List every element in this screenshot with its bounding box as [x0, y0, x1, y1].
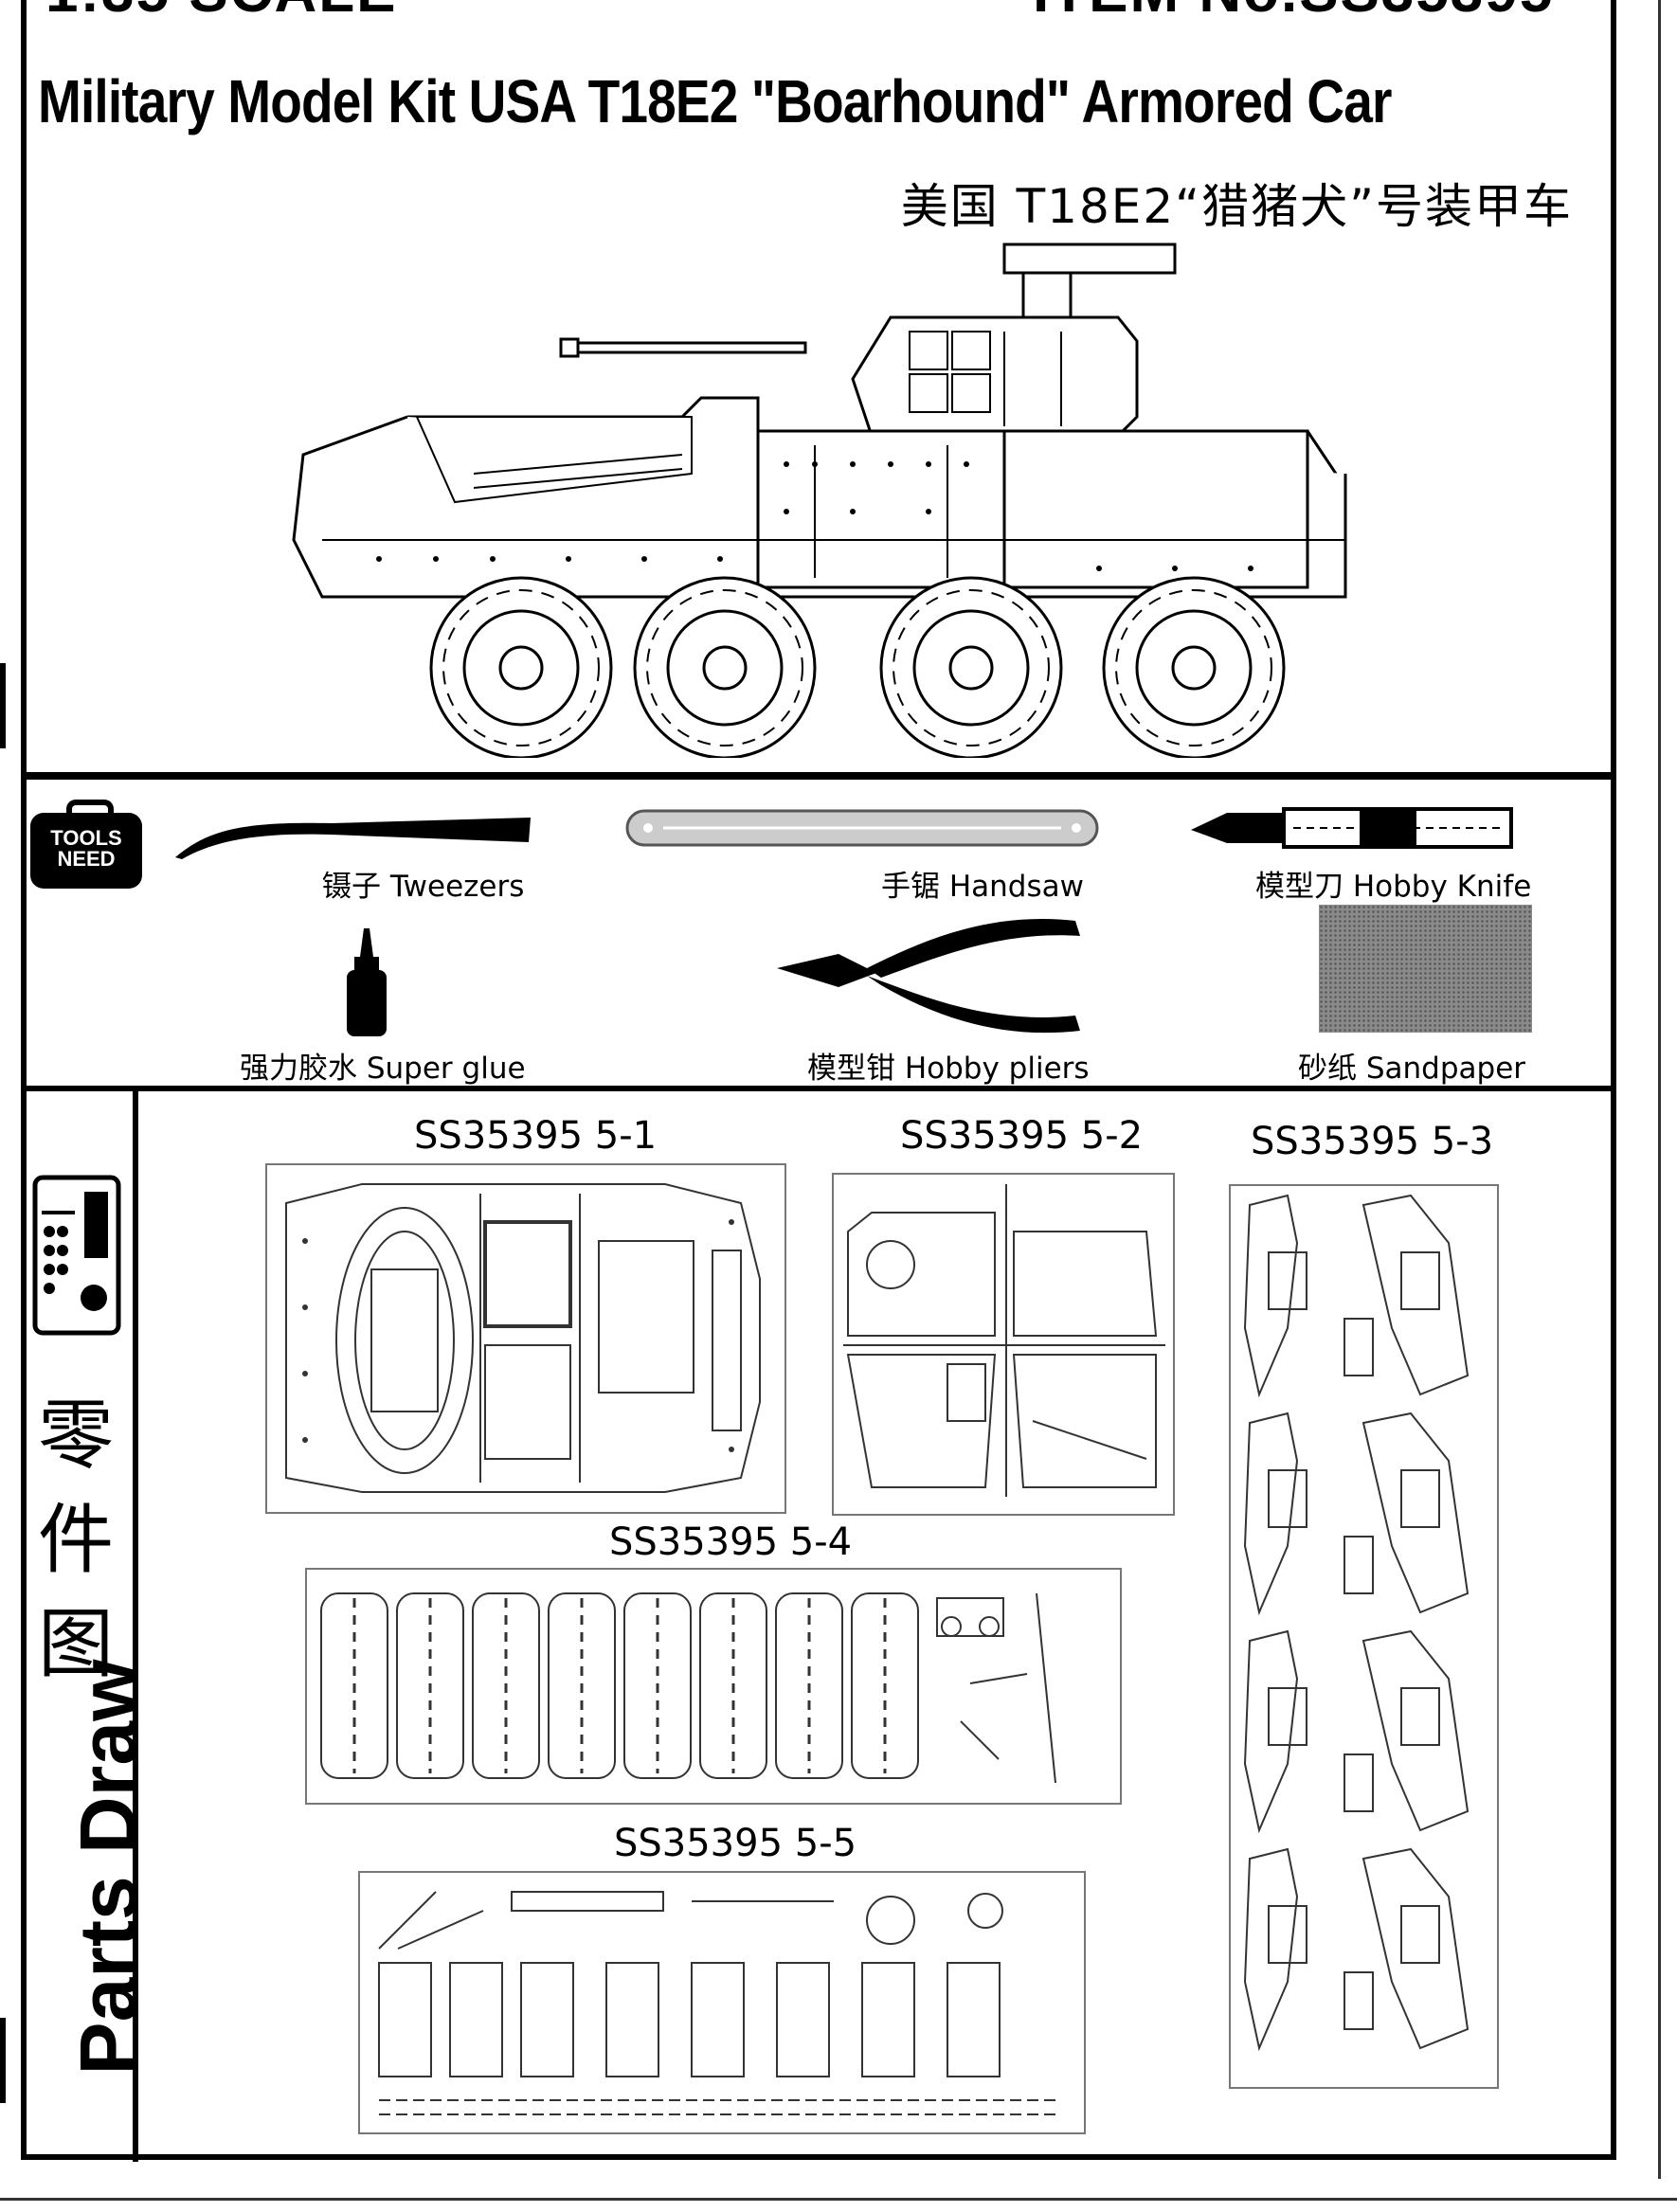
left-edge-tick-1 [0, 663, 6, 748]
parts-sheet-5-1 [265, 1163, 786, 1514]
tool-label-tweezers: 镊子 Tweezers [322, 870, 525, 904]
tools-need-badge: TOOLS NEED [30, 800, 142, 889]
side-label-cn-3: 图 [38, 1600, 114, 1688]
side-label-parts-draw: Parts Draw [63, 1659, 153, 2076]
left-edge-tick-2 [0, 2018, 6, 2103]
side-label-cn-1: 零 [38, 1392, 114, 1480]
pliers-icon [772, 902, 1094, 1044]
page-subtitle-cn: 美国 T18E2“猎猪犬”号装甲车 [900, 179, 1573, 234]
page-frame [21, 0, 1616, 2160]
handsaw-icon [625, 807, 1099, 849]
scale-text: 1:35 SCALE [45, 0, 397, 26]
tweezers-icon [171, 810, 540, 867]
tools-badge-line-1: TOOLS [50, 826, 122, 850]
divider-side [133, 1091, 138, 2162]
parts-sheet-5-5 [358, 1871, 1086, 2134]
item-number: ITEM No.SS35395 [1033, 0, 1554, 26]
tool-label-handsaw: 手锯 Handsaw [881, 870, 1084, 904]
tool-label-hobby-knife: 模型刀 Hobby Knife [1255, 870, 1532, 904]
parts-sheet-5-4 [305, 1568, 1122, 1805]
divider-middle [21, 1086, 1616, 1091]
tool-label-sandpaper: 砂纸 Sandpaper [1298, 1052, 1526, 1086]
vehicle-drawing [284, 227, 1383, 758]
sandpaper-icon [1319, 905, 1532, 1033]
side-label-cn-2: 件 [38, 1496, 114, 1584]
sprue-icon [32, 1175, 121, 1336]
right-edge-line [1658, 0, 1661, 2179]
tool-label-hobby-pliers: 模型钳 Hobby pliers [807, 1052, 1090, 1086]
sheet-label-5-5: SS35395 5-5 [614, 1822, 857, 1865]
page-title: Military Model Kit USA T18E2 "Boarhound"… [38, 67, 1392, 135]
tool-label-super-glue: 强力胶水 Super glue [240, 1052, 526, 1086]
sheet-label-5-4: SS35395 5-4 [609, 1520, 853, 1564]
tools-badge-line-2: NEED [57, 847, 116, 871]
hobby-knife-icon [1189, 801, 1530, 854]
glue-bottle-icon [343, 928, 390, 1037]
sheet-label-5-1: SS35395 5-1 [414, 1114, 658, 1158]
parts-sheet-5-2 [832, 1173, 1175, 1516]
parts-sheet-5-3 [1229, 1184, 1499, 2089]
sheet-label-5-2: SS35395 5-2 [900, 1114, 1144, 1158]
page-bottom-line [0, 2198, 1677, 2201]
sheet-label-5-3: SS35395 5-3 [1251, 1120, 1494, 1163]
divider-top [21, 772, 1616, 780]
